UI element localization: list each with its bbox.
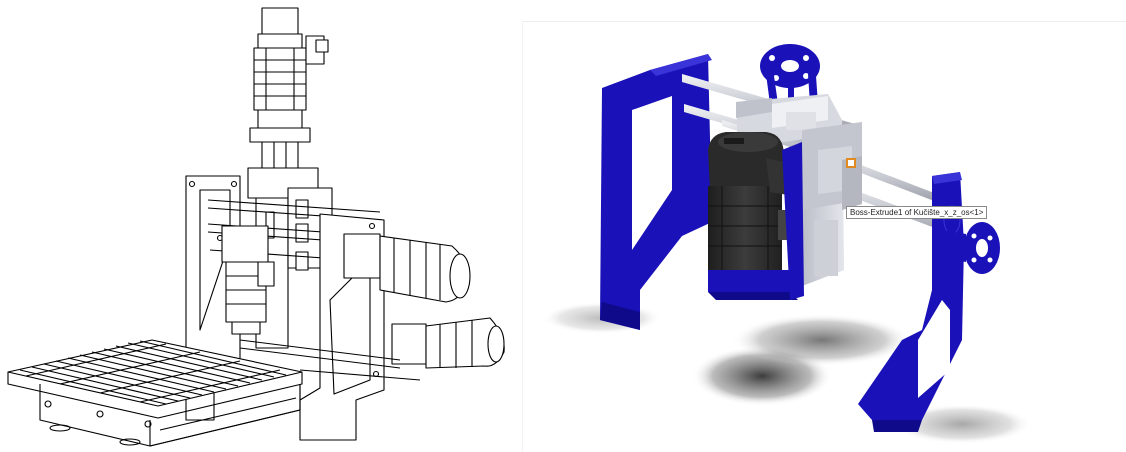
viewport-border-left [522, 21, 523, 452]
left-blue-plate-icon[interactable] [600, 54, 712, 330]
feature-tooltip: Boss-Extrude1 of Kučište_x_z_os<1> [846, 206, 988, 219]
x-axis-motor-icon [343, 233, 471, 303]
spindle-motor-icon[interactable] [708, 132, 804, 300]
y-axis-motor-icon [221, 225, 275, 335]
right-mount-flange-icon[interactable] [942, 222, 1000, 274]
machine-bed-icon [7, 339, 303, 447]
top-mount-flange-icon[interactable] [760, 44, 820, 104]
cnc-shaded-model[interactable]: Boss-Extrude1 of Kučište_x_z_os<1> [522, 0, 1126, 452]
cnc-shaded-model-svg[interactable] [522, 0, 1126, 452]
z-axis-motor-icon [249, 7, 329, 143]
lower-motor-icon [391, 317, 505, 369]
lower-rails-icon [239, 339, 421, 381]
carriage-block-icon[interactable] [736, 94, 862, 286]
cnc-line-drawing-svg [7, 7, 505, 447]
cnc-line-drawing [0, 0, 520, 452]
viewport-border-top [522, 21, 1126, 22]
floor-shadow [542, 302, 1032, 444]
